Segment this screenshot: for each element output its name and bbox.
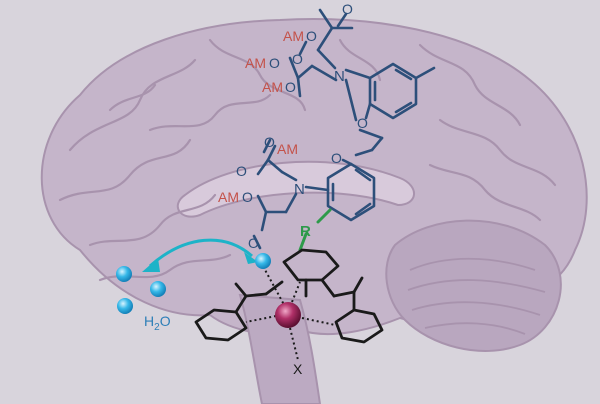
cerebellum <box>385 219 562 352</box>
methyl-bond <box>414 66 436 80</box>
h-label: H <box>144 313 154 329</box>
brain-gyri <box>58 38 557 282</box>
o-label: O <box>292 51 303 67</box>
r-label: R <box>300 223 311 240</box>
bapta-lower-ring <box>326 158 376 222</box>
lower-carbonyl-doubles <box>252 138 272 250</box>
brain-stem <box>238 293 322 404</box>
subscript-two: 2 <box>154 322 160 333</box>
o-label: O <box>357 115 368 131</box>
brain-illustration <box>40 18 588 404</box>
am-label: AM <box>262 79 283 95</box>
arrow-head-right <box>244 252 258 264</box>
o-label: O <box>248 235 259 251</box>
metal-complex <box>194 248 384 344</box>
bulk-water-2 <box>150 281 166 297</box>
bound-water <box>255 253 271 269</box>
o-label: O <box>331 150 342 166</box>
arrow-head-left <box>142 258 160 272</box>
o-label: O <box>160 313 171 329</box>
o-label: O <box>264 134 275 150</box>
x-label: X <box>293 361 303 377</box>
r-linker <box>298 208 332 252</box>
top-cyclohexyl <box>282 248 340 282</box>
bulk-water-3 <box>117 298 133 314</box>
bapta-upper-arms <box>288 8 372 122</box>
water-label: H2O <box>144 313 171 333</box>
o-label: O <box>342 1 353 17</box>
am-label: AM <box>277 141 298 157</box>
am-label: AM <box>245 55 266 71</box>
am-label: AM <box>218 189 239 205</box>
water-molecules <box>116 253 271 314</box>
left-cyclohexyl <box>194 308 248 342</box>
o-label: O <box>236 163 247 179</box>
coordination-bonds <box>245 267 341 361</box>
bulk-water-1 <box>116 266 132 282</box>
o-label: O <box>269 55 280 71</box>
o-label: O <box>306 28 317 44</box>
n-label: N <box>294 181 305 198</box>
o-label: O <box>242 189 253 205</box>
am-label: AM <box>283 28 304 44</box>
water-exchange-arrow <box>149 238 253 268</box>
ether-linker <box>354 102 384 157</box>
bapta-lower-arms <box>256 144 330 232</box>
corpus-callosum <box>176 160 415 218</box>
cerebellum-folia <box>407 257 546 335</box>
carbonyl-doubles <box>298 12 348 56</box>
o-label: O <box>285 79 296 95</box>
atom-labels: AM O O AM O O AM O N O O O O AM O N AM O… <box>144 1 368 377</box>
metal-center <box>275 302 301 328</box>
n-label: N <box>334 68 345 85</box>
